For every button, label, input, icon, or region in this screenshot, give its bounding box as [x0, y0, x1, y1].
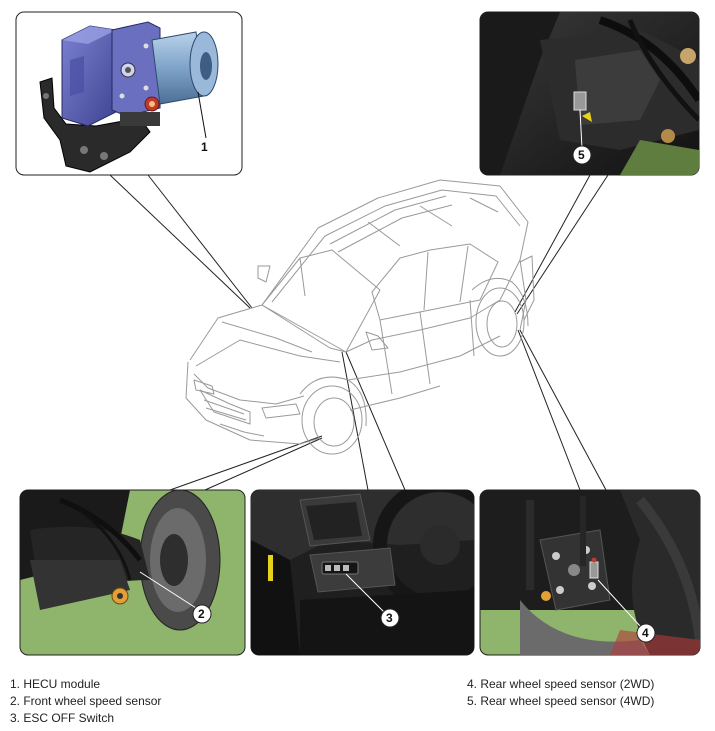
legend-item-rear-sensor-4wd: 5. Rear wheel speed sensor (4WD): [467, 694, 655, 708]
legend-left: 1. HECU module 2. Front wheel speed sens…: [10, 676, 161, 727]
rear-wheel-sensor-4wd: [573, 91, 587, 111]
mounting-bracket: [39, 77, 151, 173]
legend-right: 4. Rear wheel speed sensor (2WD) 5. Rear…: [467, 676, 654, 710]
legend-item-front-wheel-sensor: 2. Front wheel speed sensor: [10, 694, 162, 708]
leader-lines: [109, 174, 609, 491]
callout-2: 2: [198, 607, 205, 621]
panel-hecu-module: 1: [15, 11, 243, 176]
panel-esc-off-switch: 3: [250, 489, 475, 656]
legend-item-hecu-module: 1. HECU module: [10, 677, 101, 691]
panel-front-wheel-sensor: 2: [19, 489, 246, 656]
legend-item-esc-off-switch: 3. ESC OFF Switch: [10, 711, 115, 725]
callout-5: 5: [578, 148, 585, 162]
panel-rear-sensor-2wd: 4: [479, 489, 701, 656]
callout-3: 3: [386, 611, 393, 625]
callout-4: 4: [642, 626, 649, 640]
legend-item-rear-sensor-2wd: 4. Rear wheel speed sensor (2WD): [467, 677, 655, 691]
callout-1: 1: [201, 140, 208, 154]
panel-rear-sensor-4wd: 5: [479, 11, 700, 176]
rear-wheel-sensor-2wd: [589, 561, 599, 579]
vehicle-outline-drawing: [185, 179, 535, 455]
